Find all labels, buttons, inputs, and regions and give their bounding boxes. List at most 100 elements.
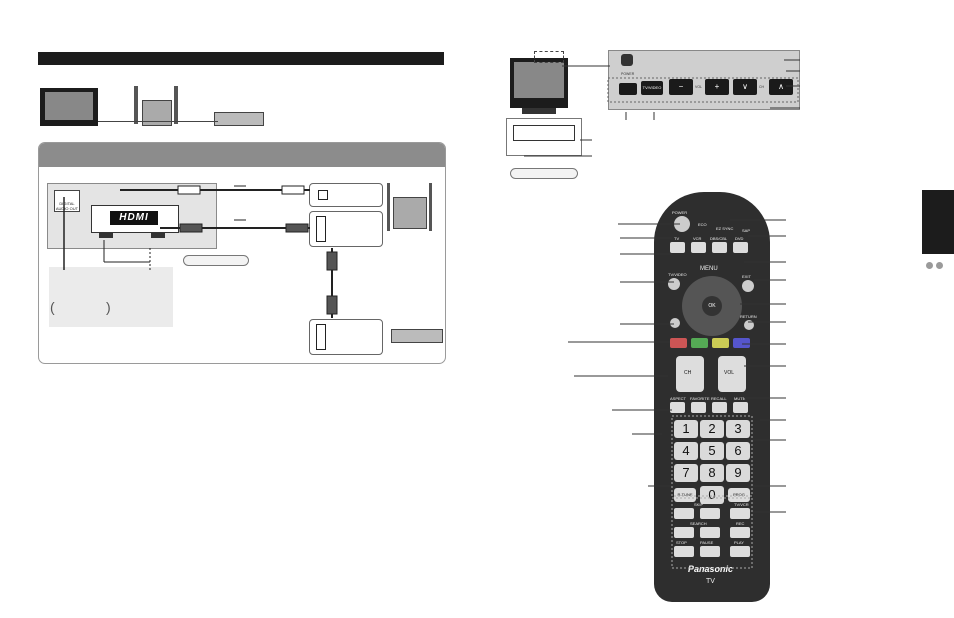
- cable-line: [98, 121, 218, 122]
- hdmi-plug-4: [326, 295, 338, 315]
- remote-digit-6[interactable]: 6: [726, 442, 750, 460]
- section-header-bar: [38, 52, 444, 65]
- remote-pause-label: PAUSE: [700, 540, 714, 545]
- remote-exit-button[interactable]: [742, 280, 754, 292]
- remote-source-dbs-label: DBS/CBL: [710, 236, 728, 241]
- remote-pause-button[interactable]: [700, 546, 720, 557]
- label-pill-right: [510, 168, 578, 179]
- optical-plug-2: [281, 185, 305, 195]
- remote-rewind-button[interactable]: [674, 527, 694, 538]
- remote-search-label: SEARCH: [690, 521, 707, 526]
- ch-up-button[interactable]: ∧: [769, 79, 793, 95]
- remote-mute-label: MUTE: [734, 396, 746, 401]
- remote-digit-9[interactable]: 9: [726, 464, 750, 482]
- remote-control: POWER ECO EZ SYNC SAP TV VCR DBS/CBL DVD…: [654, 192, 770, 602]
- remote-color-blue[interactable]: [733, 338, 750, 348]
- remote-digit-2[interactable]: 2: [700, 420, 724, 438]
- remote-play-button[interactable]: [730, 546, 750, 557]
- power-indicator: [621, 54, 633, 66]
- ch-down-button[interactable]: ∨: [733, 79, 757, 95]
- receiver-callout-hdmi: [309, 211, 383, 247]
- remote-source-dvd-label: DVD: [735, 236, 744, 241]
- remote-digit-3[interactable]: 3: [726, 420, 750, 438]
- remote-brand-logo: Panasonic: [688, 564, 734, 574]
- dvd-player-icon: [214, 112, 264, 126]
- remote-return-button[interactable]: [744, 320, 754, 330]
- remote-digit-5[interactable]: 5: [700, 442, 724, 460]
- note-box: [49, 267, 173, 327]
- remote-digit-1[interactable]: 1: [674, 420, 698, 438]
- vol-up-button[interactable]: +: [705, 79, 729, 95]
- remote-sap-label: SAP: [742, 228, 751, 233]
- page-dot-1: [926, 262, 933, 269]
- remote-fast-forward-button[interactable]: [700, 527, 720, 538]
- digital-audio-out-port: DIGITAL AUDIO OUT: [54, 190, 80, 212]
- hdmi-plug-1: [179, 223, 203, 233]
- remote-rec-label: REC: [736, 521, 745, 526]
- remote-return-label: RETURN: [740, 314, 757, 319]
- label-pill-left: [183, 255, 249, 266]
- vol-label: VOL: [695, 85, 703, 89]
- hdmi-plug-3: [326, 251, 338, 271]
- tv-stand: [522, 108, 556, 114]
- remote-source-dbs[interactable]: [712, 242, 727, 253]
- remote-tv-vcr-button[interactable]: [730, 508, 750, 519]
- remote-ch-rocker[interactable]: CH: [676, 356, 704, 392]
- remote-left-small-button[interactable]: [670, 318, 680, 328]
- remote-color-yellow[interactable]: [712, 338, 729, 348]
- tv-video-button[interactable]: TV/VIDEO: [641, 81, 663, 95]
- speaker-right-icon: [174, 86, 178, 124]
- remote-digit-4[interactable]: 4: [674, 442, 698, 460]
- remote-stop-button[interactable]: [674, 546, 694, 557]
- remote-mute-button[interactable]: [733, 402, 748, 413]
- remote-digit-7[interactable]: 7: [674, 464, 698, 482]
- hdmi-plug-2: [285, 223, 309, 233]
- remote-ch-label: CH: [684, 370, 692, 376]
- remote-color-red[interactable]: [670, 338, 687, 348]
- connection-diagram-box: DIGITAL AUDIO OUT HDMI: [38, 142, 446, 364]
- page-dot-2: [936, 262, 943, 269]
- remote-digit-8[interactable]: 8: [700, 464, 724, 482]
- remote-digit-0[interactable]: 0: [700, 486, 724, 504]
- hdmi-port-2: [151, 233, 165, 238]
- tv-top-highlight: [534, 51, 564, 63]
- speaker-left-icon: [134, 86, 138, 124]
- tv-power-button[interactable]: [619, 83, 637, 95]
- remote-dpad[interactable]: OK: [682, 276, 742, 336]
- optical-plug-1: [177, 185, 201, 195]
- remote-skip-back-button[interactable]: [674, 508, 694, 519]
- remote-rec-button[interactable]: [730, 527, 750, 538]
- remote-ez-sync-label: EZ SYNC: [716, 226, 734, 231]
- vol-down-button[interactable]: −: [669, 79, 693, 95]
- remote-skip-forward-button[interactable]: [700, 508, 720, 519]
- hdmi-panel: HDMI: [91, 205, 179, 233]
- remote-source-tv[interactable]: [670, 242, 685, 253]
- remote-aspect-label: ASPECT: [670, 396, 687, 401]
- remote-stop-label: STOP: [676, 540, 687, 545]
- remote-ok-button[interactable]: OK: [702, 296, 722, 316]
- remote-power-button[interactable]: [674, 216, 690, 232]
- remote-r-tune-button[interactable]: R-TUNE: [674, 488, 696, 502]
- remote-color-green[interactable]: [691, 338, 708, 348]
- connection-overview-illustration: [38, 86, 278, 130]
- remote-vol-rocker[interactable]: VOL: [718, 356, 746, 392]
- bracket-right: ): [106, 299, 111, 315]
- tv-control-panel: POWER TV/VIDEO − VOL + ∨ CH ∧: [608, 50, 800, 110]
- remote-favorite-label: FAVORITE: [690, 396, 710, 401]
- remote-eco-label: ECO: [698, 222, 707, 227]
- remote-tv-video-button[interactable]: [668, 278, 680, 290]
- remote-play-label: PLAY: [734, 540, 744, 545]
- remote-vol-label: VOL: [724, 370, 735, 376]
- remote-source-dvd[interactable]: [733, 242, 748, 253]
- remote-tv-vcr-label: TV/VCR: [734, 502, 749, 507]
- remote-aspect-button[interactable]: [670, 402, 685, 413]
- remote-favorite-button[interactable]: [691, 402, 706, 413]
- remote-power-label: POWER: [672, 210, 688, 215]
- tv-front-illustration: [510, 58, 568, 108]
- remote-source-vcr[interactable]: [691, 242, 706, 253]
- remote-recall-button[interactable]: [712, 402, 727, 413]
- panel-highlight-box: [607, 77, 799, 103]
- remote-skip-label: SKIP: [694, 502, 704, 507]
